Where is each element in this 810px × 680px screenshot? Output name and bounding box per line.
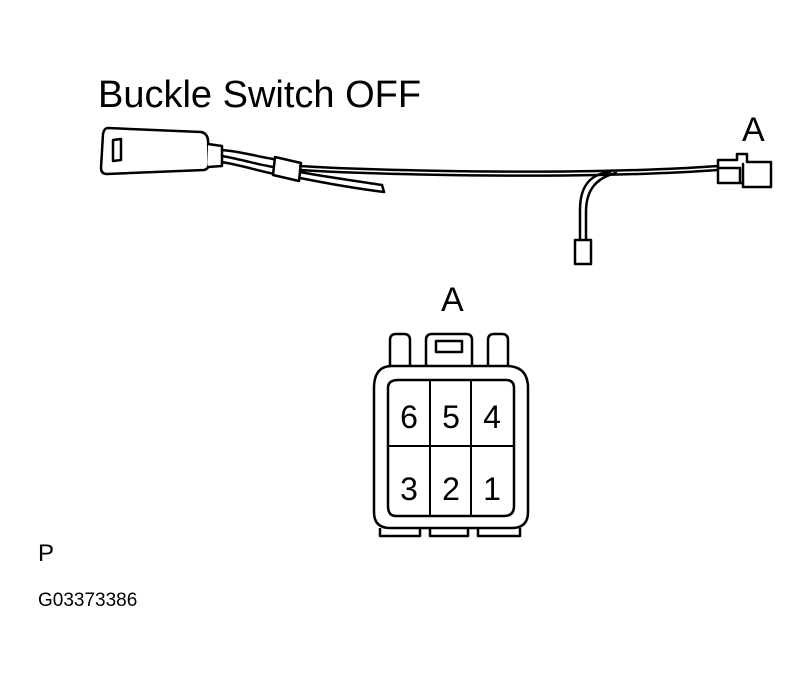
pin-1: 1 — [483, 471, 501, 507]
connector-label-detail: A — [441, 281, 464, 319]
wire-bundle — [220, 148, 720, 194]
diagram-title: Buckle Switch OFF — [98, 74, 421, 116]
connector-cavity — [386, 378, 516, 518]
pin-4: 4 — [483, 399, 501, 435]
pin-grid — [388, 380, 514, 516]
pin-numbers: 6 5 4 3 2 1 — [400, 399, 501, 507]
footer-code-letter: P — [38, 540, 54, 567]
harness-connector-a — [716, 152, 773, 189]
pin-5: 5 — [442, 399, 460, 435]
pin-6: 6 — [400, 399, 418, 435]
pin-2: 2 — [442, 471, 460, 507]
footer-figure-id: G03373386 — [38, 590, 137, 611]
connector-top-tabs — [388, 332, 510, 368]
connector-face — [372, 332, 530, 538]
connector-bottom-feet — [378, 528, 522, 538]
buckle-body — [99, 126, 224, 176]
connector-label-harness: A — [742, 111, 765, 149]
pin-3: 3 — [400, 471, 418, 507]
buckle-harness — [99, 126, 773, 266]
branch-lead — [573, 170, 618, 266]
